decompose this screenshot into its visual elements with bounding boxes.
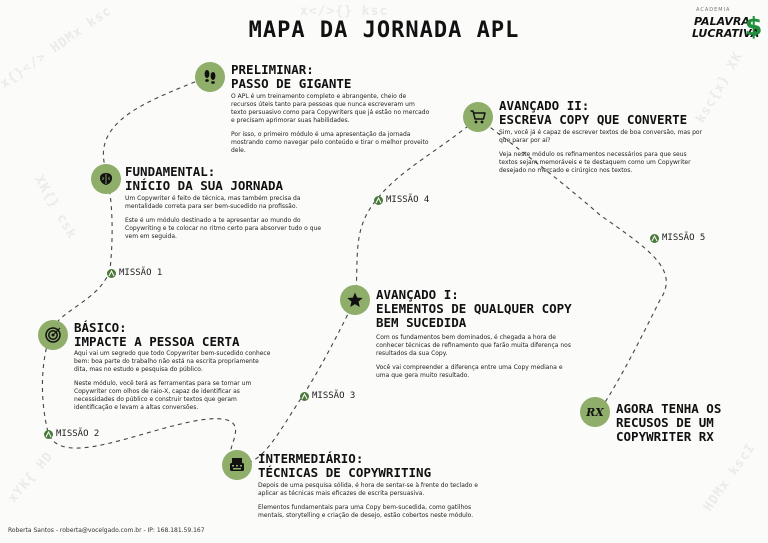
mission-5: MISSÃO 5 (650, 233, 705, 243)
stage-fundamental-label: FUNDAMENTAL: (125, 164, 216, 179)
mission-4-label: MISSÃO 4 (386, 195, 430, 205)
stage-basico-name: IMPACTE A PESSOA CERTA (74, 334, 240, 349)
typewriter-icon (230, 458, 244, 471)
stage-intermediario-text-1: Depois de uma pesquisa sólida, é hora de… (258, 482, 478, 497)
stage-avancado1-title: AVANÇADO I: ELEMENTOS DE QUALQUER COPY B… (376, 288, 572, 330)
watermark-footer: Roberta Santos - roberta@vocelgado.com.b… (8, 527, 205, 534)
logo-line-1: PALAVRA (694, 15, 750, 28)
stage-avancado1-text-2: Você vai compreender a diferença entre u… (376, 364, 563, 379)
logo-line-2: LUCRATIVA (692, 27, 760, 40)
mission-marker-icon (650, 233, 659, 243)
stage-fundamental-name: INÍCIO DA SUA JORNADA (125, 178, 284, 193)
stage-preliminar-description: O APL é um treinamento completo e abrang… (231, 93, 431, 161)
stage-preliminar-name: PASSO DE GIGANTE (231, 76, 352, 91)
stage-basico-description: Aqui vai um segredo que todo Copywriter … (74, 350, 274, 418)
stage-final-title: AGORA TENHA OS RECUSOS DE UM COPYWRITER … (616, 402, 721, 444)
logo-dollar-symbol: $ (745, 12, 763, 41)
mission-5-label: MISSÃO 5 (662, 233, 706, 243)
stage-preliminar-text-1: O APL é um treinamento completo e abrang… (231, 93, 430, 124)
stage-basico-label: BÁSICO: (74, 320, 127, 335)
stage-final-line-1: AGORA TENHA OS (616, 401, 722, 416)
stage-fundamental-title: FUNDAMENTAL: INÍCIO DA SUA JORNADA (125, 165, 283, 193)
mission-3-label: MISSÃO 3 (312, 391, 356, 401)
mission-marker-icon (44, 429, 53, 439)
stage-avancado1-node (340, 285, 370, 315)
stage-fundamental-text-1: Um Copywriter é feito de técnica, mas ta… (125, 195, 301, 210)
stage-intermediario-node (222, 450, 252, 480)
mission-2: MISSÃO 2 (44, 429, 99, 439)
stage-basico-text-1: Aqui vai um segredo que todo Copywriter … (74, 350, 271, 373)
stage-intermediario-name: TÉCNICAS DE COPYWRITING (258, 465, 432, 480)
stage-final-node: RX (580, 397, 610, 427)
star-icon (347, 292, 363, 307)
mission-2-label: MISSÃO 2 (56, 429, 100, 439)
stage-preliminar-label: PRELIMINAR: (231, 62, 314, 77)
stage-intermediario-description: Depois de uma pesquisa sólida, é hora de… (258, 482, 498, 526)
mission-marker-icon (300, 391, 309, 401)
stage-basico-text-2: Neste módulo, você terá as ferramentas p… (74, 380, 252, 411)
cart-icon (470, 110, 486, 124)
mission-marker-icon (374, 195, 383, 205)
target-icon (45, 327, 61, 343)
mission-4: MISSÃO 4 (374, 195, 429, 205)
footprints-icon (204, 70, 216, 84)
stage-avancado2-node (463, 102, 493, 132)
mission-1-label: MISSÃO 1 (119, 268, 163, 278)
mission-1: MISSÃO 1 (107, 268, 162, 278)
stage-avancado1-name: ELEMENTOS DE QUALQUER COPY (376, 301, 572, 316)
stage-basico-node (38, 320, 68, 350)
mission-marker-icon (107, 268, 116, 278)
stage-basico-title: BÁSICO: IMPACTE A PESSOA CERTA (74, 321, 240, 349)
brand-logo: ACADEMIA PALAVRA LUCRATIVA $ (690, 6, 764, 46)
stage-avancado2-title: AVANÇADO II: ESCREVA COPY QUE CONVERTE (499, 99, 687, 127)
stage-avancado2-text-2: Veja neste módulo os refinamentos necess… (499, 151, 691, 174)
stage-avancado2-name: ESCREVA COPY QUE CONVERTE (499, 112, 688, 127)
stage-final-line-2: RECUSOS DE UM (616, 415, 714, 430)
rx-icon: RX (586, 405, 604, 419)
logo-caption: ACADEMIA (696, 7, 731, 13)
stage-preliminar-title: PRELIMINAR: PASSO DE GIGANTE (231, 63, 351, 91)
stage-avancado2-description: Sim, você já é capaz de escrever textos … (499, 129, 704, 181)
stage-preliminar-text-2: Por isso, o primeiro módulo é uma aprese… (231, 131, 429, 154)
stage-avancado1-name-cont: BEM SUCEDIDA (376, 315, 467, 330)
stage-intermediario-label: INTERMEDIÁRIO: (258, 451, 364, 466)
stage-fundamental-description: Um Copywriter é feito de técnica, mas ta… (125, 195, 325, 247)
stage-avancado1-text-1: Com os fundamentos bem dominados, é cheg… (376, 334, 571, 357)
stage-intermediario-title: INTERMEDIÁRIO: TÉCNICAS DE COPYWRITING (258, 452, 431, 480)
stage-intermediario-text-2: Elementos fundamentais para uma Copy bem… (258, 504, 474, 519)
stage-preliminar-node (195, 62, 225, 92)
stage-avancado2-text-1: Sim, você já é capaz de escrever textos … (499, 129, 703, 144)
stage-final-line-3: COPYWRITER RX (616, 429, 714, 444)
stage-avancado2-label: AVANÇADO II: (499, 98, 590, 113)
mission-3: MISSÃO 3 (300, 391, 355, 401)
stage-avancado1-label: AVANÇADO I: (376, 287, 459, 302)
brain-icon (100, 173, 112, 185)
stage-fundamental-text-2: Este é um módulo destinado a te apresent… (125, 217, 322, 240)
page-title: MAPA DA JORNADA APL (248, 18, 520, 43)
stage-avancado1-description: Com os fundamentos bem dominados, é cheg… (376, 334, 576, 386)
stage-fundamental-node (91, 164, 121, 194)
